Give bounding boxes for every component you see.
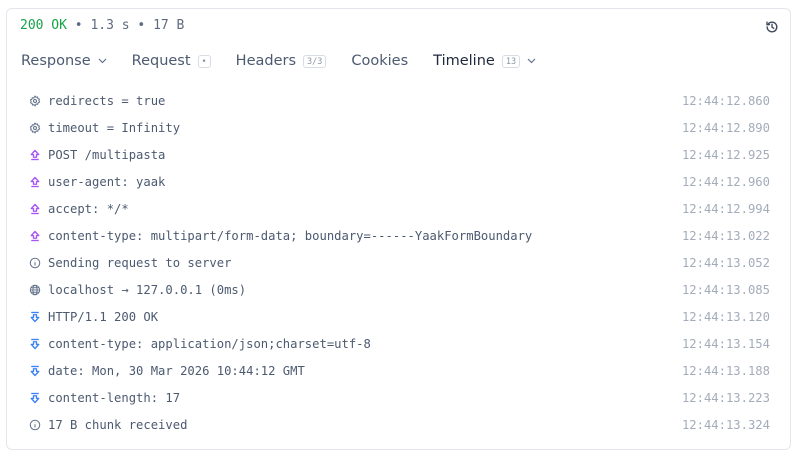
event-timestamp: 12:44:12.890: [681, 120, 770, 135]
tab-response[interactable]: Response: [21, 53, 107, 69]
event-text: content-type: multipart/form-data; bound…: [48, 228, 533, 243]
event-text: Sending request to server: [48, 255, 232, 270]
tab-cookies[interactable]: Cookies: [351, 53, 408, 69]
timeline-event[interactable]: content-type: multipart/form-data; bound…: [7, 222, 790, 249]
chevron-down-icon[interactable]: [527, 58, 536, 64]
timeline-event[interactable]: POST /multipasta 12:44:12.925: [7, 141, 790, 168]
response-size: 17 B: [153, 18, 185, 33]
globe-icon: [28, 283, 41, 296]
response-status: 200 OK • 1.3 s • 17 B: [20, 18, 184, 33]
timeline-event[interactable]: timeout = Infinity 12:44:12.890: [7, 114, 790, 141]
event-text: date: Mon, 30 Mar 2026 10:44:12 GMT: [48, 363, 305, 378]
tab-label: Request: [131, 53, 191, 69]
upload-icon: [28, 229, 41, 242]
separator: •: [129, 18, 154, 33]
event-text: localhost → 127.0.0.1 (0ms): [48, 282, 247, 297]
event-timestamp: 12:44:12.860: [681, 93, 770, 108]
event-text: timeout = Infinity: [48, 120, 181, 135]
timeline-event[interactable]: Sending request to server 12:44:13.052: [7, 249, 790, 276]
event-timestamp: 12:44:13.188: [681, 363, 770, 378]
event-text: user-agent: yaak: [48, 174, 166, 189]
timeline-event[interactable]: content-length: 17 12:44:13.223: [7, 384, 790, 411]
event-timestamp: 12:44:13.223: [681, 390, 770, 405]
download-icon: [28, 310, 41, 323]
event-text: HTTP/1.1 200 OK: [48, 309, 159, 324]
info-icon: [28, 256, 41, 269]
tab-request[interactable]: Request •: [132, 53, 211, 69]
event-text: content-type: application/json;charset=u…: [48, 336, 371, 351]
event-timestamp: 12:44:13.085: [681, 282, 770, 297]
event-timestamp: 12:44:13.120: [681, 309, 770, 324]
download-icon: [28, 364, 41, 377]
history-icon[interactable]: [765, 19, 779, 33]
tab-label: Timeline: [433, 53, 495, 69]
event-text: redirects = true: [48, 93, 166, 108]
download-icon: [28, 337, 41, 350]
tab-timeline[interactable]: Timeline 13: [433, 53, 536, 69]
tab-label: Headers: [235, 53, 297, 69]
event-text: content-length: 17: [48, 390, 181, 405]
tab-badge: 3/3: [303, 54, 327, 68]
tab-headers[interactable]: Headers 3/3: [236, 53, 327, 69]
download-icon: [28, 391, 41, 404]
event-text: POST /multipasta: [48, 147, 166, 162]
gear-icon: [28, 94, 41, 107]
timeline-event[interactable]: 17 B chunk received 12:44:13.324: [7, 411, 790, 438]
gear-icon: [28, 121, 41, 134]
status-code: 200 OK: [20, 18, 67, 33]
event-timestamp: 12:44:12.960: [681, 174, 770, 189]
tab-badge: •: [197, 54, 211, 68]
upload-icon: [28, 175, 41, 188]
timeline-event[interactable]: accept: */* 12:44:12.994: [7, 195, 790, 222]
event-timestamp: 12:44:12.994: [681, 201, 770, 216]
event-text: 17 B chunk received: [48, 417, 188, 432]
separator: •: [66, 18, 91, 33]
event-timestamp: 12:44:13.154: [681, 336, 770, 351]
tab-badge: 13: [501, 54, 521, 68]
timeline-event[interactable]: redirects = true 12:44:12.860: [7, 87, 790, 114]
timeline-event[interactable]: date: Mon, 30 Mar 2026 10:44:12 GMT 12:4…: [7, 357, 790, 384]
timeline-list: redirects = true 12:44:12.860 timeout = …: [7, 87, 790, 438]
tab-label: Response: [21, 53, 91, 69]
upload-icon: [28, 148, 41, 161]
event-timestamp: 12:44:12.925: [681, 147, 770, 162]
tab-bar: Response Request • Headers 3/3 Cookies Timelin…: [21, 51, 561, 71]
timeline-event[interactable]: user-agent: yaak 12:44:12.960: [7, 168, 790, 195]
event-timestamp: 12:44:13.052: [681, 255, 770, 270]
tab-label: Cookies: [351, 53, 409, 69]
chevron-down-icon[interactable]: [98, 58, 107, 64]
upload-icon: [28, 202, 41, 215]
response-time: 1.3 s: [90, 18, 130, 33]
event-timestamp: 12:44:13.324: [681, 417, 770, 432]
timeline-event[interactable]: localhost → 127.0.0.1 (0ms) 12:44:13.085: [7, 276, 790, 303]
timeline-event[interactable]: HTTP/1.1 200 OK 12:44:13.120: [7, 303, 790, 330]
response-panel: 200 OK • 1.3 s • 17 B Response Request • He…: [6, 8, 791, 450]
event-timestamp: 12:44:13.022: [681, 228, 770, 243]
info-icon: [28, 418, 41, 431]
event-text: accept: */*: [48, 201, 129, 216]
timeline-event[interactable]: content-type: application/json;charset=u…: [7, 330, 790, 357]
